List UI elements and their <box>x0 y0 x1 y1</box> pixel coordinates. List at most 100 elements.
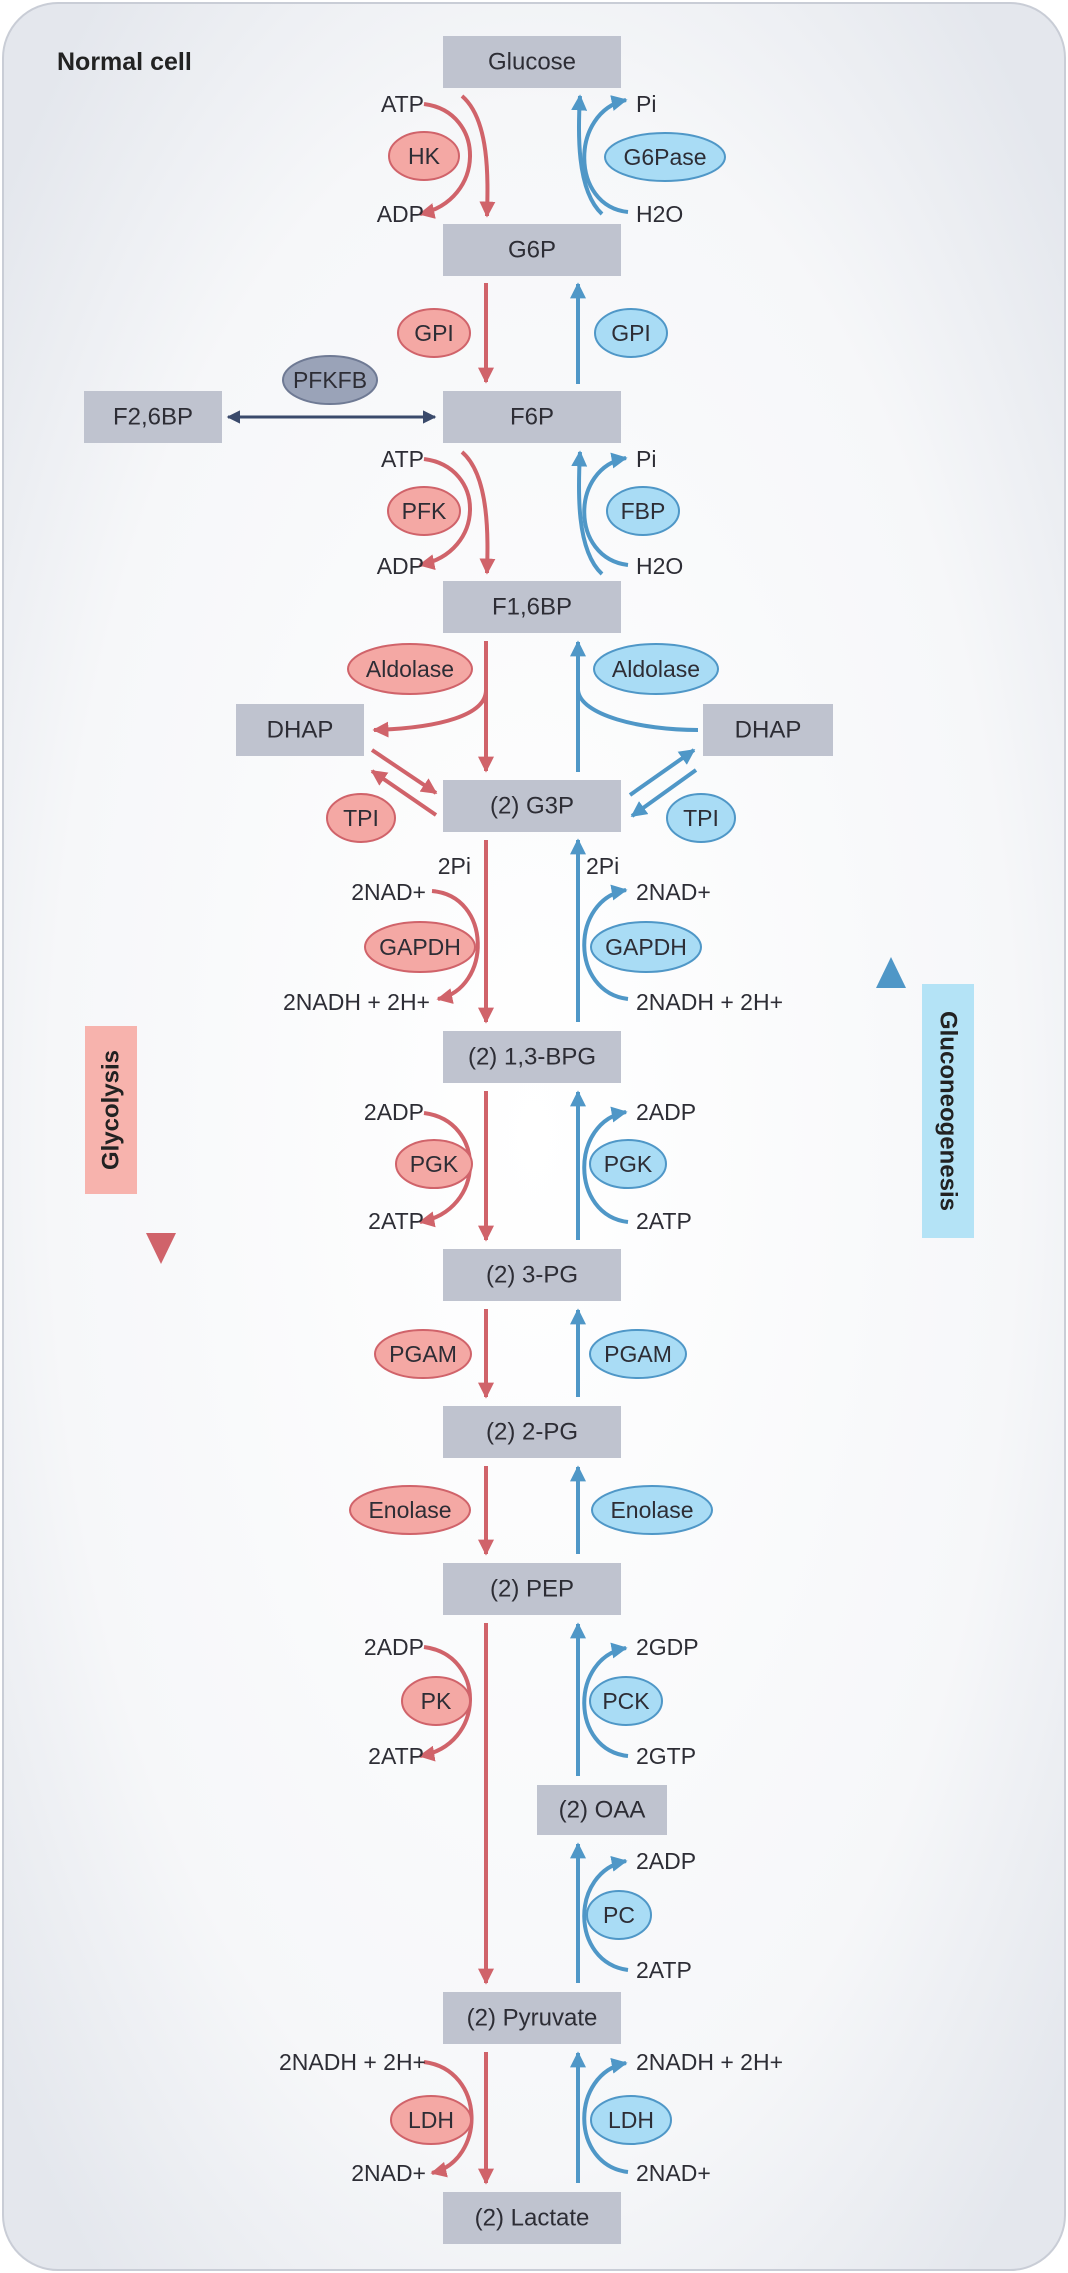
gluconeogenesis-cofactor-arrows <box>582 95 629 2174</box>
metabolite-f6p: F6P <box>443 391 621 443</box>
metabolite-label: F1,6BP <box>492 594 572 621</box>
cofactor-label: 2Pi <box>438 853 471 879</box>
enzyme-gapdh-blue: GAPDH <box>590 921 702 973</box>
metabolite-bpg: (2) 1,3-BPG <box>443 1031 621 1083</box>
cofactor-label: 2NADH + 2H+ <box>279 2049 426 2075</box>
metabolite-label: (2) 1,3-BPG <box>468 1044 596 1071</box>
metabolite-label: (2) PEP <box>490 1576 574 1603</box>
enzyme-label: G6Pase <box>623 144 706 170</box>
metabolite-oaa: (2) OAA <box>537 1785 667 1835</box>
cofactor-label: 2ADP <box>364 1099 424 1125</box>
enzyme-label: Aldolase <box>366 656 454 682</box>
cofactor-label: 2NAD+ <box>636 879 711 905</box>
enzyme-label: PC <box>603 1902 635 1928</box>
glycolysis-arrows <box>372 94 496 2185</box>
glycolysis-label: Glycolysis <box>98 1050 125 1170</box>
metabolite-g3p: (2) G3P <box>443 780 621 832</box>
enzyme-label: LDH <box>608 2107 654 2133</box>
enzyme-enolase-red: Enolase <box>349 1485 471 1535</box>
gluconeogenesis-arrows <box>570 94 699 2183</box>
enzyme-label: PGAM <box>389 1341 457 1367</box>
enzyme-label: GAPDH <box>379 934 461 960</box>
cofactor-label: Pi <box>636 446 656 472</box>
metabolite-g6p: G6P <box>443 224 621 276</box>
metabolite-label: (2) Lactate <box>475 2205 590 2232</box>
figure-title: Normal cell <box>57 48 192 76</box>
enzyme-label: LDH <box>408 2107 454 2133</box>
enzyme-pgam-red: PGAM <box>374 1329 472 1379</box>
cofactor-label: 2ATP <box>636 1208 692 1234</box>
glycolysis-label-box <box>85 1026 137 1194</box>
enzyme-ldh-red: LDH <box>390 2095 472 2145</box>
enzyme-label: PGK <box>410 1151 459 1177</box>
enzyme-label: GPI <box>414 320 454 346</box>
enzyme-enolase-blue: Enolase <box>591 1485 713 1535</box>
cofactor-label: ADP <box>377 201 424 227</box>
gluconeogenesis-label: Gluconeogenesis <box>935 1011 962 1211</box>
cofactor-label: 2ADP <box>636 1848 696 1874</box>
enzyme-fbp: FBP <box>606 486 680 536</box>
glycolysis-direction: Glycolysis <box>85 960 176 1264</box>
metabolite-label: DHAP <box>267 717 334 744</box>
enzyme-hk: HK <box>388 131 460 181</box>
enzyme-label: PFK <box>402 498 447 524</box>
cofactor-label: H2O <box>636 553 683 579</box>
enzyme-gapdh-red: GAPDH <box>364 921 476 973</box>
cofactor-label: 2NADH + 2H+ <box>636 2049 783 2075</box>
enzyme-ldh-blue: LDH <box>590 2095 672 2145</box>
gluconeogenesis-label-box <box>922 984 974 1238</box>
enzyme-aldolase-red: Aldolase <box>347 643 473 695</box>
cofactor-label: H2O <box>636 201 683 227</box>
enzyme-tpi-blue: TPI <box>666 793 736 843</box>
metabolite-label: (2) G3P <box>490 793 574 820</box>
metabolite-label: (2) 3-PG <box>486 1262 578 1289</box>
cofactor-label: 2ATP <box>368 1208 424 1234</box>
enzyme-label: PFKFB <box>293 367 367 393</box>
cofactor-label: 2NAD+ <box>636 2160 711 2186</box>
enzyme-pgk-red: PGK <box>395 1139 473 1189</box>
cofactor-label: 2ADP <box>364 1634 424 1660</box>
metabolite-label: DHAP <box>735 717 802 744</box>
enzyme-label: GAPDH <box>605 934 687 960</box>
enzyme-label: Enolase <box>368 1497 451 1523</box>
metabolite-dhap-right: DHAP <box>703 704 833 756</box>
enzyme-pfk: PFK <box>387 486 461 536</box>
cofactor-label: 2ATP <box>636 1957 692 1983</box>
cofactor-label: 2NAD+ <box>351 879 426 905</box>
enzyme-label: HK <box>408 143 441 169</box>
enzyme-tpi-red: TPI <box>326 793 396 843</box>
metabolite-label: (2) OAA <box>559 1797 646 1824</box>
cofactor-label: 2NAD+ <box>351 2160 426 2186</box>
cofactor-label: 2GTP <box>636 1743 696 1769</box>
metabolite-label: F6P <box>510 404 554 431</box>
metabolite-pyruvate: (2) Pyruvate <box>443 1992 621 2044</box>
glycolysis-cofactor-arrows <box>418 102 480 2178</box>
metabolite-label: Glucose <box>488 49 576 76</box>
cofactor-label: Pi <box>636 91 656 117</box>
cofactor-label: 2NADH + 2H+ <box>636 989 783 1015</box>
metabolite-pep: (2) PEP <box>443 1563 621 1615</box>
enzyme-label: PGK <box>604 1151 653 1177</box>
enzyme-pk: PK <box>401 1676 471 1726</box>
glycolysis-arrow-head <box>146 1233 176 1264</box>
enzyme-pgam-blue: PGAM <box>589 1329 687 1379</box>
enzyme-label: Enolase <box>610 1497 693 1523</box>
metabolite-label: (2) 2-PG <box>486 1419 578 1446</box>
tpi-exchange-arrows <box>370 748 698 818</box>
metabolite-dhap-left: DHAP <box>236 704 364 756</box>
enzyme-gpi-blue: GPI <box>594 308 668 358</box>
cofactor-label: 2ADP <box>636 1099 696 1125</box>
enzyme-label: PCK <box>602 1688 650 1714</box>
cofactor-label: 2NADH + 2H+ <box>283 989 430 1015</box>
gluconeogenesis-arrow-head <box>876 957 906 988</box>
enzyme-aldolase-blue: Aldolase <box>593 643 719 695</box>
enzyme-label: PGAM <box>604 1341 672 1367</box>
enzyme-gpi-red: GPI <box>397 308 471 358</box>
cofactor-label: 2Pi <box>586 853 619 879</box>
metabolite-3pg: (2) 3-PG <box>443 1249 621 1301</box>
cofactor-label: ADP <box>377 553 424 579</box>
cofactor-label: ATP <box>381 446 424 472</box>
